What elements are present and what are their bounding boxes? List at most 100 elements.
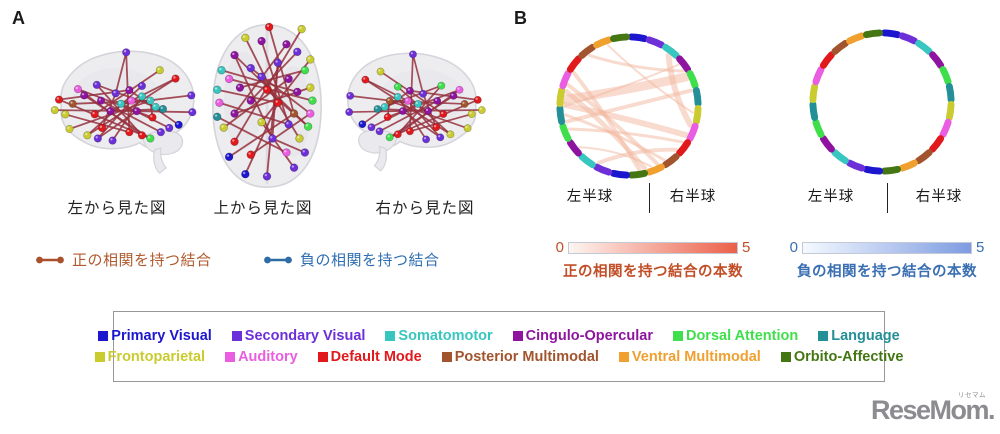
brain-node-highlight xyxy=(435,98,438,101)
legend-item: Frontoparietal xyxy=(94,349,205,365)
legend-color-swatch xyxy=(231,331,242,341)
brain-node xyxy=(293,87,302,97)
circos-segment xyxy=(559,122,572,142)
brain-node xyxy=(403,96,412,105)
panel-a-label: A xyxy=(12,8,25,28)
legend-item: Auditory xyxy=(225,349,298,365)
brain-node xyxy=(467,110,476,119)
brain-edge xyxy=(409,113,472,133)
brain-node-highlight xyxy=(360,121,363,125)
brain-node xyxy=(137,131,147,140)
circos-segment xyxy=(556,86,566,108)
brain-node-highlight xyxy=(190,109,193,113)
circos-segment xyxy=(831,149,849,165)
marker-dot xyxy=(57,256,64,263)
brain-node xyxy=(282,148,291,157)
positive-colorbar xyxy=(568,242,738,254)
brain-node xyxy=(293,47,302,57)
brain-node xyxy=(92,80,101,89)
brain-node xyxy=(376,67,385,76)
brain-edge xyxy=(272,137,306,154)
legend-color-swatch xyxy=(512,331,523,341)
brain-stem xyxy=(153,146,167,174)
brain-node-highlight xyxy=(415,101,419,104)
legend-label: Dorsal Attention xyxy=(685,328,799,344)
legend-item: Language xyxy=(818,328,900,344)
circos-chord xyxy=(588,53,685,73)
brain-right-view xyxy=(345,50,486,172)
brain-node xyxy=(83,131,92,140)
brain-node-highlight xyxy=(232,52,235,56)
brain-node-highlight xyxy=(405,98,408,101)
brain-edge xyxy=(65,113,130,134)
legend-color-swatch xyxy=(441,352,452,362)
caption-right-view: 右から見た図 xyxy=(375,200,475,217)
brain-node xyxy=(268,134,277,143)
brain-node xyxy=(375,127,384,136)
brain-node-highlight xyxy=(237,85,240,88)
brain-node-highlight xyxy=(387,98,390,101)
brain-node xyxy=(137,81,147,91)
circos-segment xyxy=(929,135,945,153)
circos-segment xyxy=(578,153,596,169)
brain-node xyxy=(125,128,134,137)
brain-node xyxy=(262,172,272,181)
brain-node xyxy=(80,91,89,100)
brain-node-highlight xyxy=(94,82,97,85)
legend-label: Secondary Visual xyxy=(244,328,366,344)
brain-node xyxy=(273,58,283,67)
circos-segment xyxy=(939,118,952,138)
brain-node-highlight xyxy=(307,57,311,60)
circos-segment xyxy=(846,159,866,172)
brain-node-highlight xyxy=(385,114,388,118)
brain-node xyxy=(477,106,486,114)
brain-node-highlight xyxy=(148,136,151,139)
logo-ruby-text: リセマム xyxy=(958,392,986,399)
brain-node xyxy=(393,130,402,139)
brain-node-highlight xyxy=(297,136,300,139)
legend-label: Ventral Multimodal xyxy=(631,349,761,365)
brain-node xyxy=(460,100,469,108)
brain-node-highlight xyxy=(248,65,251,69)
brain-node xyxy=(241,169,250,179)
brain-node-highlight xyxy=(451,93,454,96)
brain-node-highlight xyxy=(75,86,78,90)
brain-node-highlight xyxy=(188,93,192,96)
brain-edge xyxy=(397,85,442,135)
brain-node xyxy=(300,66,310,75)
brain-node xyxy=(297,24,306,34)
brain-node xyxy=(455,85,464,94)
circos-segment xyxy=(662,43,680,59)
brain-node xyxy=(405,127,414,136)
legend-item: Orbito-Affective xyxy=(780,349,903,365)
brain-node-highlight xyxy=(378,69,381,72)
legend-color-swatch xyxy=(818,331,829,341)
brain-node-highlight xyxy=(216,100,220,103)
brain-node xyxy=(303,122,313,131)
brain-node-highlight xyxy=(248,98,251,101)
brain-node xyxy=(289,109,299,118)
brain-node xyxy=(383,113,392,122)
brain-node-highlight xyxy=(232,111,235,114)
negative-connection-legend: 負の相関を持つ結合 xyxy=(263,249,440,270)
brain-node xyxy=(212,112,222,122)
brain-nodes xyxy=(345,50,486,144)
brain-node xyxy=(111,89,120,98)
brain-node-highlight xyxy=(62,111,66,115)
brain-edge xyxy=(250,112,311,156)
brain-node-highlight xyxy=(294,49,298,52)
legend-label: Posterior Multimodal xyxy=(454,349,599,365)
brain-node-highlight xyxy=(299,26,302,30)
circos-segment xyxy=(556,104,566,126)
brain-node-highlight xyxy=(99,125,103,128)
circos-segment xyxy=(566,139,582,157)
circos-segment xyxy=(645,163,665,176)
brain-node-highlight xyxy=(248,152,251,155)
brain-node xyxy=(148,113,157,122)
brain-node-highlight xyxy=(153,104,156,107)
hemisphere-divider xyxy=(887,183,888,213)
brain-node-highlight xyxy=(160,106,163,110)
brain-node xyxy=(187,91,196,100)
